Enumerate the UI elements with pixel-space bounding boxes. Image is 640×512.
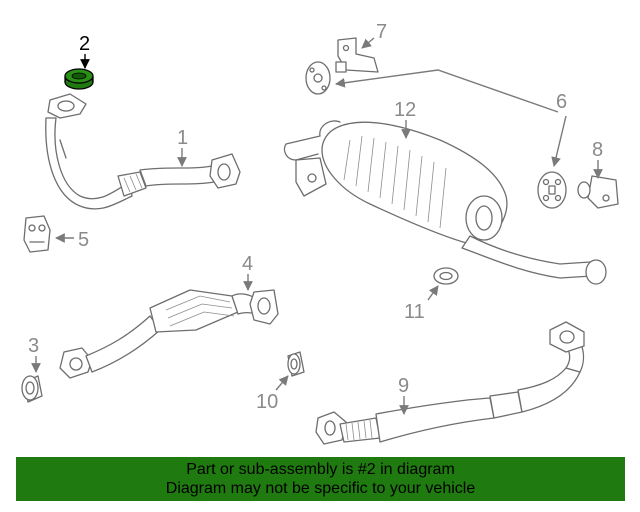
leader-6b [551, 115, 567, 167]
banner-line-2: Diagram may not be specific to your vehi… [165, 480, 476, 497]
leader-7 [361, 37, 375, 49]
leader-11 [427, 285, 439, 301]
part-10-gasket[interactable] [287, 351, 305, 377]
part-2-gasket[interactable] [64, 68, 94, 90]
part-12-muffler[interactable] [283, 120, 607, 285]
part-6-mount[interactable] [537, 171, 567, 209]
part-1-front-pipe[interactable] [45, 93, 241, 210]
callout-5: 5 [78, 229, 89, 251]
callout-1: 1 [177, 127, 188, 149]
part-3-gasket[interactable] [21, 375, 43, 403]
banner-line-1: Part or sub-assembly is #2 in diagram [186, 461, 455, 478]
callout-3: 3 [28, 335, 39, 357]
part-4-catalytic-converter[interactable] [59, 289, 279, 379]
leader-6 [335, 69, 559, 113]
part-9-center-pipe[interactable] [315, 321, 585, 445]
part-7-bracket[interactable] [305, 37, 379, 95]
callout-7: 7 [376, 21, 387, 43]
callout-11: 11 [404, 301, 425, 323]
part-11-gasket[interactable] [433, 267, 459, 285]
callout-10: 10 [256, 391, 278, 413]
callout-8: 8 [592, 139, 603, 161]
callout-6: 6 [556, 91, 567, 113]
info-banner: Part or sub-assembly is #2 in diagram Di… [16, 457, 625, 501]
part-5-hanger[interactable] [23, 215, 51, 253]
callout-4: 4 [242, 253, 253, 275]
callout-9: 9 [398, 375, 409, 397]
leader-10 [275, 375, 289, 391]
callout-2: 2 [79, 33, 90, 55]
callout-12: 12 [394, 99, 416, 121]
part-8-hanger-bracket[interactable] [577, 175, 619, 209]
exhaust-parts-diagram: 2 1 5 7 6 [21, 21, 619, 445]
